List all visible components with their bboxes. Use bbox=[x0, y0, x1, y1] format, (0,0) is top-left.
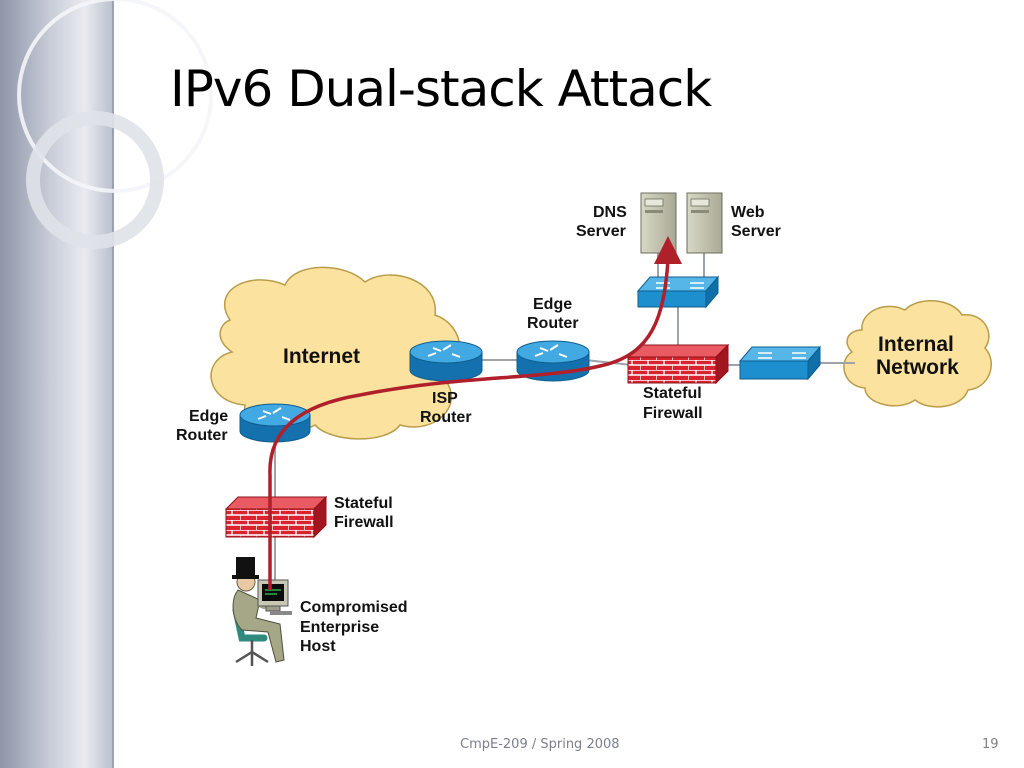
firewall-lower-label-line1: Stateful bbox=[334, 495, 393, 512]
isp-router-label-line2: Router bbox=[420, 409, 472, 426]
firewall-upper bbox=[626, 343, 730, 385]
edge-router-right-label-line2: Router bbox=[527, 315, 579, 332]
switch-top bbox=[636, 275, 720, 309]
firewall-upper-label-line2: Firewall bbox=[643, 405, 703, 422]
web-server-label-line1: Web bbox=[731, 204, 765, 221]
internal-network-label-line1: Internal bbox=[878, 333, 954, 356]
dns-server-label-line1: DNS bbox=[593, 204, 627, 221]
firewall-lower-label-line2: Firewall bbox=[334, 514, 394, 531]
router-isp bbox=[409, 340, 483, 382]
isp-router-label-line1: ISP bbox=[432, 390, 458, 407]
dns-server bbox=[640, 192, 677, 254]
host-label-line1: Compromised bbox=[300, 599, 408, 616]
router-edge-left bbox=[239, 403, 311, 443]
internal-network-label-line2: Network bbox=[876, 356, 959, 379]
edge-router-left-label-line1: Edge bbox=[189, 408, 228, 425]
internal-network-cloud: Internal Network bbox=[843, 299, 993, 408]
internet-cloud: Internet bbox=[210, 266, 461, 440]
switch-right bbox=[738, 345, 822, 381]
internet-label: Internet bbox=[283, 345, 360, 368]
attack-path bbox=[268, 236, 682, 590]
slide-title: IPv6 Dual-stack Attack bbox=[170, 60, 712, 118]
decorative-rings bbox=[17, 0, 213, 249]
firewall-upper-label-line1: Stateful bbox=[643, 385, 702, 402]
edge-router-left-label-line2: Router bbox=[176, 427, 228, 444]
slide-number: 19 bbox=[982, 737, 999, 752]
web-server bbox=[686, 192, 723, 254]
dns-server-label-line2: Server bbox=[576, 223, 626, 240]
edge-router-right-label-line1: Edge bbox=[533, 296, 572, 313]
host-label-line3: Host bbox=[300, 638, 336, 655]
firewall-lower bbox=[224, 495, 328, 539]
web-server-label-line2: Server bbox=[731, 223, 781, 240]
compromised-host-icon bbox=[232, 557, 292, 666]
host-label-line2: Enterprise bbox=[300, 619, 379, 636]
footer-course: CmpE-209 / Spring 2008 bbox=[460, 737, 620, 752]
sidebar-edge bbox=[112, 0, 114, 768]
